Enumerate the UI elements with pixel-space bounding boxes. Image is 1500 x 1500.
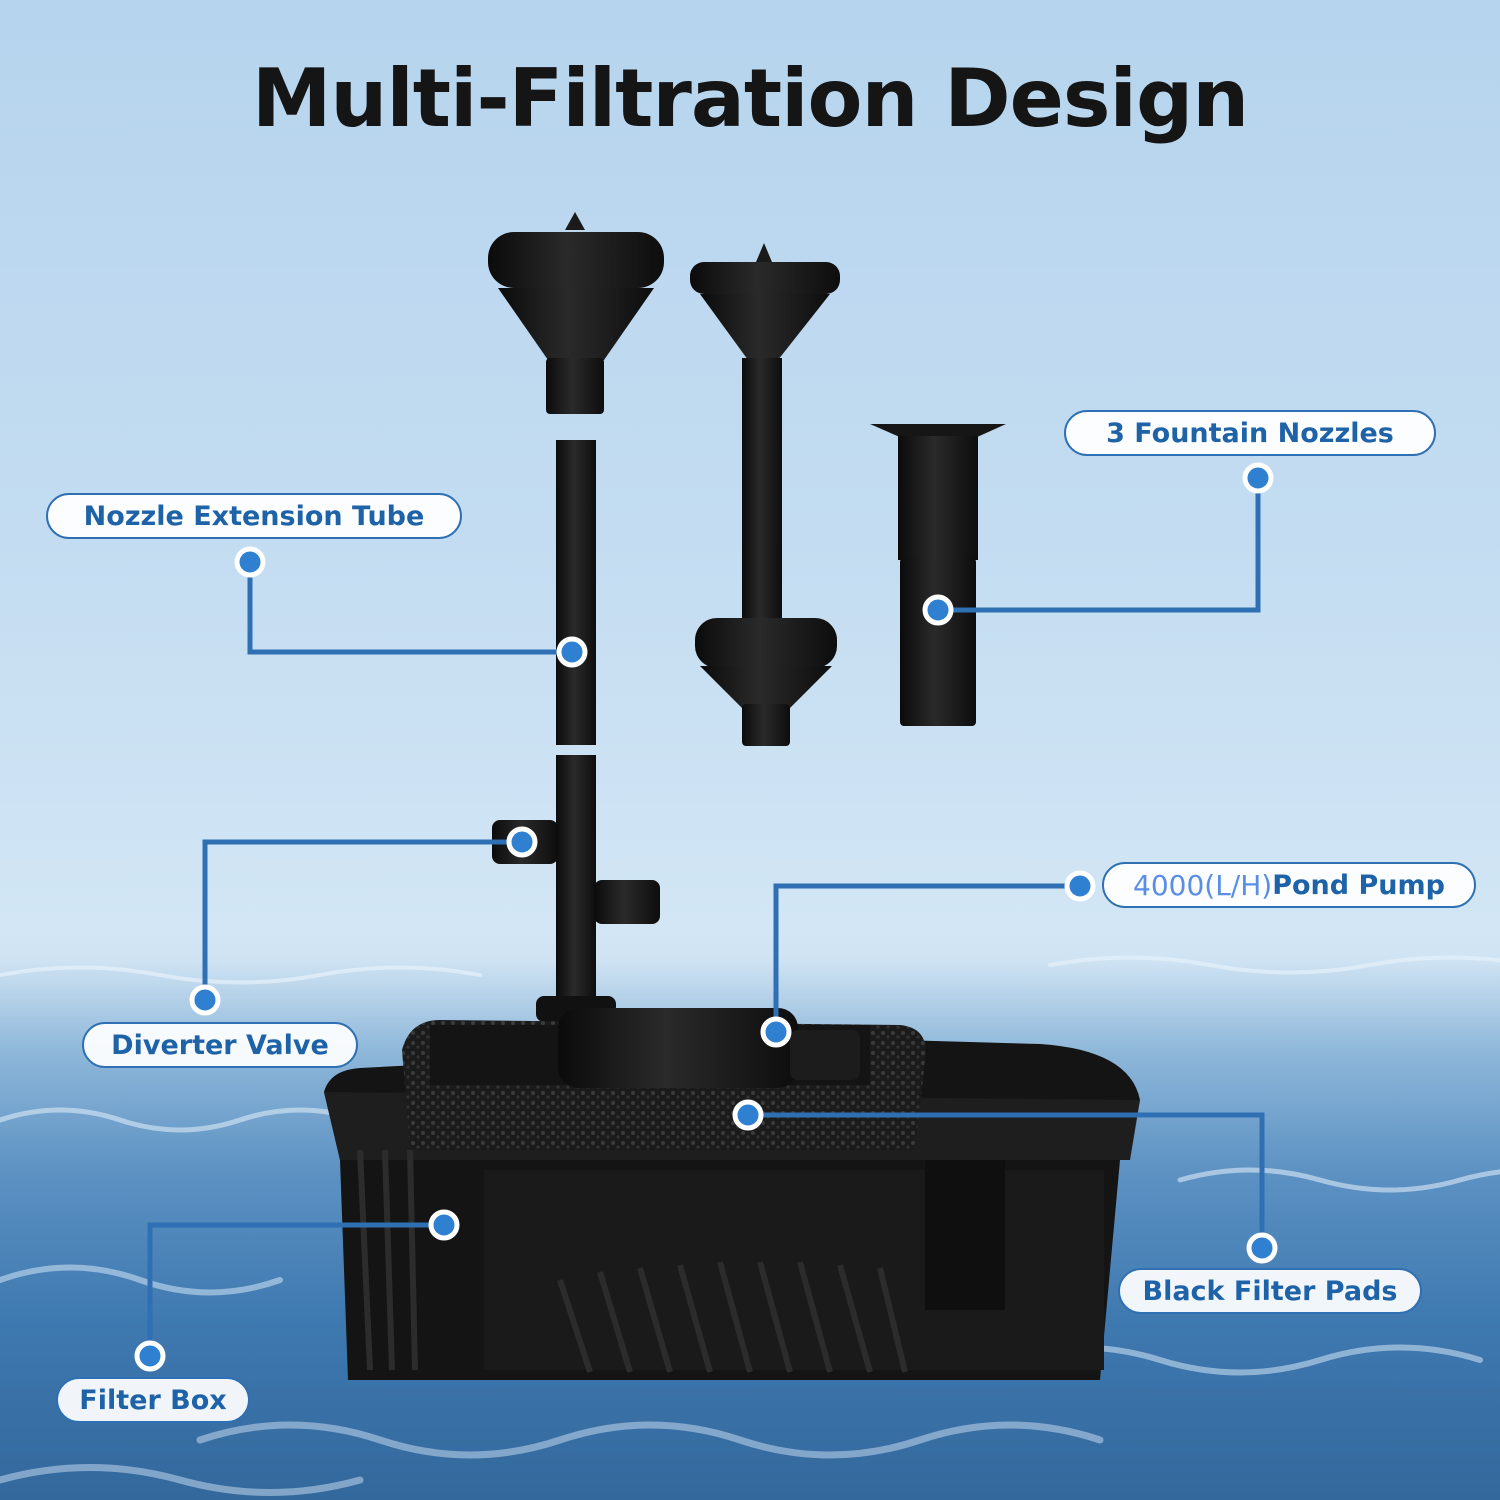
diverter-valve-body (492, 755, 660, 1022)
dot-black-filter-pads-a (732, 1099, 764, 1131)
label-filter-box-text: Filter Box (79, 1384, 227, 1416)
dot-nozzle-extension-tube-b (556, 636, 588, 668)
label-pond-pump-rate: 4000(L/H) (1133, 868, 1273, 902)
line-black-filter-pads (748, 1112, 1265, 1248)
line-diverter-valve (202, 839, 522, 1000)
dot-fountain-nozzles-b (922, 594, 954, 626)
label-fountain-nozzles-text: 3 Fountain Nozzles (1106, 417, 1394, 449)
pond-pump-body (558, 1008, 860, 1088)
line-pond-pump (773, 883, 1080, 1032)
fountain-nozzle-funnel (870, 424, 1006, 726)
fountain-nozzle-bell (488, 212, 664, 414)
water-waves (0, 955, 1500, 1496)
dot-fountain-nozzles-a (1242, 462, 1274, 494)
fountain-nozzle-trumpet (690, 243, 840, 746)
label-diverter-valve: Diverter Valve (82, 1022, 358, 1068)
label-nozzle-extension-tube: Nozzle Extension Tube (46, 493, 462, 539)
label-pond-pump-name: Pond Pump (1272, 869, 1445, 901)
dot-filter-box-a (428, 1209, 460, 1241)
dot-filter-box-b (134, 1340, 166, 1372)
dot-pond-pump-b (760, 1016, 792, 1048)
label-black-filter-pads: Black Filter Pads (1118, 1268, 1422, 1314)
dot-black-filter-pads-b (1246, 1232, 1278, 1264)
label-black-filter-pads-text: Black Filter Pads (1142, 1275, 1398, 1307)
dot-diverter-valve-b (189, 984, 221, 1016)
callout-dots (134, 462, 1278, 1372)
label-filter-box: Filter Box (56, 1377, 250, 1423)
label-fountain-nozzles: 3 Fountain Nozzles (1064, 410, 1436, 456)
line-fountain-nozzles (938, 478, 1261, 613)
callout-lines (147, 478, 1265, 1356)
dot-nozzle-extension-tube-a (234, 546, 266, 578)
extension-tube (556, 440, 596, 745)
page-title: Multi-Filtration Design (251, 52, 1249, 145)
label-diverter-valve-text: Diverter Valve (111, 1029, 329, 1061)
dot-pond-pump-a (1064, 870, 1096, 902)
line-filter-box (147, 1222, 444, 1356)
label-nozzle-extension-tube-text: Nozzle Extension Tube (83, 500, 425, 532)
line-nozzle-extension-tube (247, 562, 572, 655)
label-pond-pump: 4000(L/H)Pond Pump (1102, 862, 1476, 908)
dot-diverter-valve-a (506, 826, 538, 858)
